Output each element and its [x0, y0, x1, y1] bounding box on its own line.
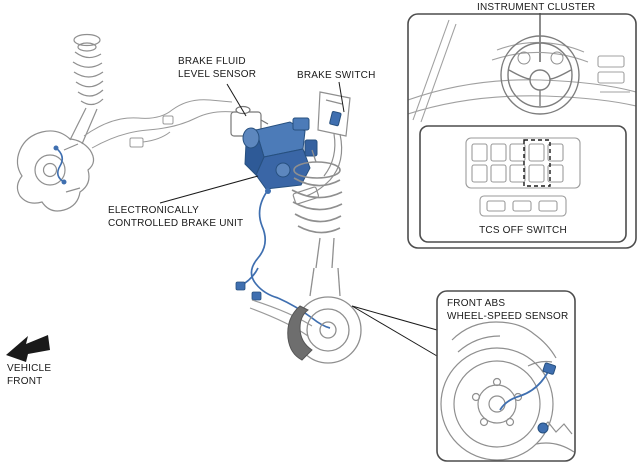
- label-brake-switch: BRAKE SWITCH: [297, 70, 376, 81]
- switch-panel-illustration: [465, 137, 581, 217]
- brake-pedal-illustration: [292, 91, 351, 205]
- label-line: CONTROLLED BRAKE UNIT: [108, 218, 244, 229]
- label-line: ELECTRONICALLY: [108, 205, 199, 216]
- steering-wheel-illustration: [500, 35, 580, 115]
- label-instrument-cluster: INSTRUMENT CLUSTER: [477, 2, 596, 13]
- brake-switch-illustration: [329, 111, 342, 127]
- ecb-unit-illustration: [242, 117, 318, 190]
- left-wheel-speed-sensor-wire: [53, 145, 67, 185]
- leader-lines: [159, 13, 541, 357]
- label-front-abs-wheel-speed-sensor: FRONT ABS WHEEL-SPEED SENSOR: [447, 297, 568, 323]
- label-line: FRONT ABS: [447, 298, 506, 309]
- label-line: VEHICLE: [7, 363, 52, 374]
- abs-sensor-box: [436, 290, 576, 462]
- abs-sensor-closeup-illustration: [440, 321, 575, 461]
- instrument-cluster-box: [407, 13, 637, 249]
- label-line: BRAKE FLUID: [178, 56, 246, 67]
- control-arm-illustration: [249, 299, 313, 337]
- abs-sensor-head: [537, 422, 549, 434]
- label-line: LEVEL SENSOR: [178, 69, 257, 80]
- instrument-cluster-gauges: [517, 51, 564, 65]
- abs-sensor-wire: [499, 371, 549, 411]
- label-electronically-controlled-brake-unit: ELECTRONICALLY CONTROLLED BRAKE UNIT: [108, 204, 243, 230]
- label-line: FRONT: [7, 376, 43, 387]
- wiring-harness-illustration: [235, 188, 331, 329]
- vehicle-front-arrow-icon: [6, 335, 50, 362]
- callout-boxes: [407, 13, 637, 462]
- label-line: WHEEL-SPEED SENSOR: [447, 311, 569, 322]
- right-strut-illustration: [291, 161, 343, 234]
- left-strut-illustration: [69, 33, 104, 145]
- tcs-switch-box: [419, 125, 627, 243]
- abs-sensor-connector: [542, 362, 557, 375]
- left-hub-illustration: [16, 130, 95, 212]
- dashboard-illustration: [408, 19, 636, 123]
- brake-caliper-illustration: [287, 305, 313, 361]
- label-tcs-off-switch: TCS OFF SWITCH: [479, 225, 567, 236]
- label-vehicle-front: VEHICLE FRONT: [7, 362, 51, 388]
- brake-pipes-illustration: [83, 99, 235, 149]
- right-strut-tube: [309, 149, 341, 297]
- tcs-switch-highlight: [523, 139, 551, 187]
- label-brake-fluid-level-sensor: BRAKE FLUID LEVEL SENSOR: [178, 55, 256, 81]
